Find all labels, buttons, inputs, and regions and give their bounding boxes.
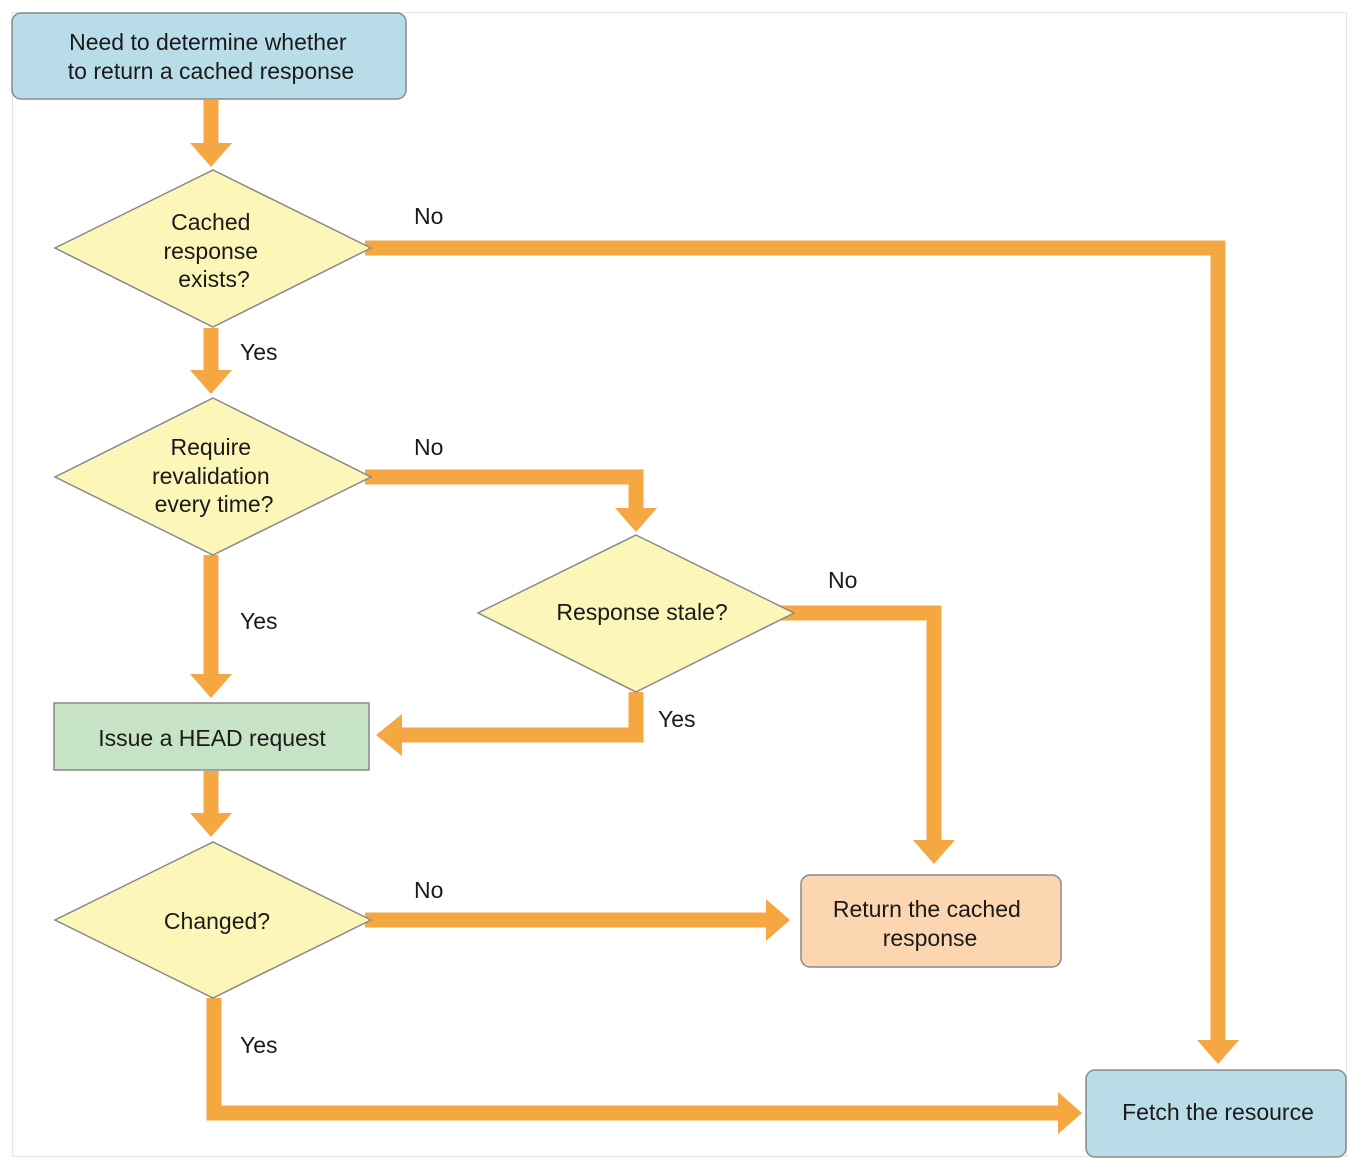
require-revalidation-label: Require revalidation every time? bbox=[152, 434, 276, 517]
edge-label-stale-yes: Yes bbox=[658, 706, 696, 732]
edge-label-stale-no: No bbox=[828, 567, 857, 593]
changed-label: Changed? bbox=[164, 908, 270, 934]
diagram-frame bbox=[12, 12, 1347, 1157]
head-request-node bbox=[53, 702, 370, 771]
arrowhead-head-to-changed bbox=[190, 813, 232, 837]
arrowhead-start-to-cached bbox=[190, 143, 232, 167]
cached-exists-decision bbox=[53, 169, 373, 328]
require-revalidation-label-line: Require bbox=[171, 434, 252, 460]
arrowhead-cached-no bbox=[1197, 1040, 1239, 1064]
response-stale-label: Response stale? bbox=[556, 599, 727, 625]
edge-label-changed-yes: Yes bbox=[240, 1032, 278, 1058]
return-cached-label: Return the cached response bbox=[833, 896, 1027, 951]
head-request-label-line: Issue a HEAD request bbox=[98, 725, 326, 751]
arrow-stale-yes bbox=[400, 692, 644, 743]
arrowhead-reval-yes bbox=[190, 674, 232, 698]
arrow-changed-yes bbox=[206, 998, 1060, 1121]
start-label-line: Need to determine whether bbox=[69, 29, 347, 55]
require-revalidation-decision bbox=[53, 397, 373, 556]
start-label-line: to return a cached response bbox=[68, 58, 354, 84]
fetch-resource-node bbox=[1085, 1069, 1347, 1158]
return-cached-label-line: response bbox=[883, 925, 978, 951]
arrowhead-stale-no bbox=[913, 840, 955, 864]
cached-exists-label-line: Cached bbox=[171, 209, 250, 235]
edge-label-cached-yes: Yes bbox=[240, 339, 278, 365]
arrowhead-cached-yes bbox=[190, 370, 232, 394]
head-request-label: Issue a HEAD request bbox=[98, 725, 326, 751]
arrow-cached-no bbox=[365, 240, 1226, 1042]
return-cached-node bbox=[800, 874, 1062, 968]
edge-label-reval-no: No bbox=[414, 434, 443, 460]
response-stale-label-line: Response stale? bbox=[556, 599, 727, 625]
arrowhead-reval-no bbox=[615, 508, 657, 532]
changed-decision bbox=[53, 841, 373, 999]
arrow-reval-no bbox=[365, 469, 644, 510]
fetch-resource-label-line: Fetch the resource bbox=[1122, 1099, 1314, 1125]
edge-label-changed-no: No bbox=[414, 877, 443, 903]
return-cached-label-line: Return the cached bbox=[833, 896, 1021, 922]
cached-exists-label-line: response bbox=[163, 238, 258, 264]
start-label: Need to determine whether to return a ca… bbox=[68, 29, 354, 84]
require-revalidation-label-line: revalidation bbox=[152, 463, 270, 489]
edge-label-cached-no: No bbox=[414, 203, 443, 229]
fetch-resource-label: Fetch the resource bbox=[1122, 1099, 1314, 1125]
arrowhead-changed-yes bbox=[1058, 1092, 1082, 1134]
arrowhead-changed-no bbox=[766, 899, 790, 941]
changed-label-line: Changed? bbox=[164, 908, 270, 934]
require-revalidation-label-line: every time? bbox=[155, 491, 274, 517]
cached-exists-label: Cached response exists? bbox=[163, 209, 264, 292]
cached-exists-label-line: exists? bbox=[178, 266, 250, 292]
arrowhead-stale-yes bbox=[376, 714, 402, 756]
edge-label-reval-yes: Yes bbox=[240, 608, 278, 634]
response-stale-decision bbox=[476, 534, 796, 693]
start-node bbox=[11, 12, 407, 100]
arrow-stale-no bbox=[780, 605, 942, 842]
